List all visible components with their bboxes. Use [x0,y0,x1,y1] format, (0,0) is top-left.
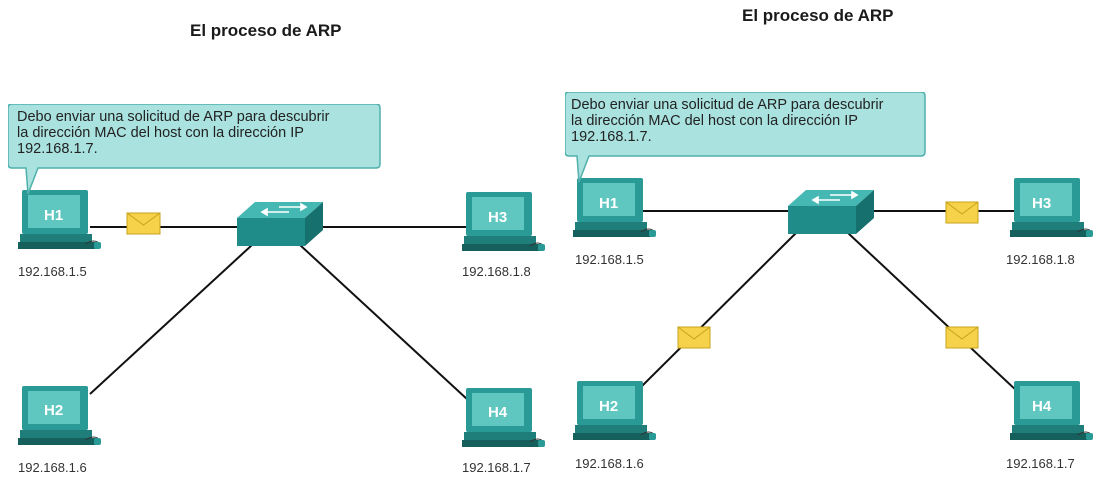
computer-icon [1010,381,1093,440]
envelope-icon [677,326,711,349]
host-label-h3: H3 [1032,195,1051,212]
switch-icon [788,190,874,234]
ip-label-h3: 192.168.1.8 [1006,252,1075,267]
computer-icon [18,190,101,249]
network-diagram: H1 H3 H2 H4 [573,178,1093,440]
computer-icon [462,388,545,447]
link-switch-h4 [847,232,1019,393]
bubble-line: Debo enviar una solicitud de ARP para de… [571,97,884,113]
envelope-icon [945,326,979,349]
computer-icon [18,386,101,445]
bubble-text: Debo enviar una solicitud de ARP para de… [571,97,923,145]
computer-icon [573,381,656,440]
ip-label-h2: 192.168.1.6 [18,460,87,475]
ip-label-h3: 192.168.1.8 [462,264,531,279]
bubble-line: la dirección MAC del host con la direcci… [571,113,858,129]
host-label-h1: H1 [599,195,618,212]
host-label-h4: H4 [1032,398,1052,415]
host-label-h3: H3 [488,209,507,226]
panel-title: El proceso de ARP [742,6,894,25]
computer-icon [573,178,656,237]
host-label-h4: H4 [488,404,508,421]
speech-bubble: Debo enviar una solicitud de ARP para de… [8,104,381,195]
bubble-text: Debo enviar una solicitud de ARP para de… [17,109,369,157]
bubble-line: 192.168.1.7. [571,129,652,145]
envelope-icon [945,201,979,224]
ip-label-h2: 192.168.1.6 [575,456,644,471]
bubble-line: 192.168.1.7. [17,141,98,157]
ip-label-h1: 192.168.1.5 [18,264,87,279]
host-label-h2: H2 [599,398,618,415]
link-switch-h4 [299,244,469,401]
speech-bubble-shape [8,104,381,195]
computer-icon [1010,178,1093,237]
envelope-icon [126,212,161,235]
arp-panel-left: El proceso de ARP [8,21,545,475]
computer-icon [462,192,545,251]
ip-label-h4: 192.168.1.7 [462,460,531,475]
bubble-line: la dirección MAC del host con la direcci… [17,125,304,141]
network-diagram: H1 H3 H2 H4 [18,190,545,447]
speech-bubble-shape [565,92,926,183]
panel-title: El proceso de ARP [190,21,342,40]
ip-label-h1: 192.168.1.5 [575,252,644,267]
host-label-h1: H1 [44,207,63,224]
link-switch-h2 [89,244,253,395]
link-switch-h2 [639,232,797,389]
ip-label-h4: 192.168.1.7 [1006,456,1075,471]
speech-bubble: Debo enviar una solicitud de ARP para de… [565,92,930,183]
bubble-line: Debo enviar una solicitud de ARP para de… [17,109,330,125]
switch-icon [237,202,323,246]
host-label-h2: H2 [44,402,63,419]
arp-panel-right: El proceso de ARP [548,0,1096,495]
